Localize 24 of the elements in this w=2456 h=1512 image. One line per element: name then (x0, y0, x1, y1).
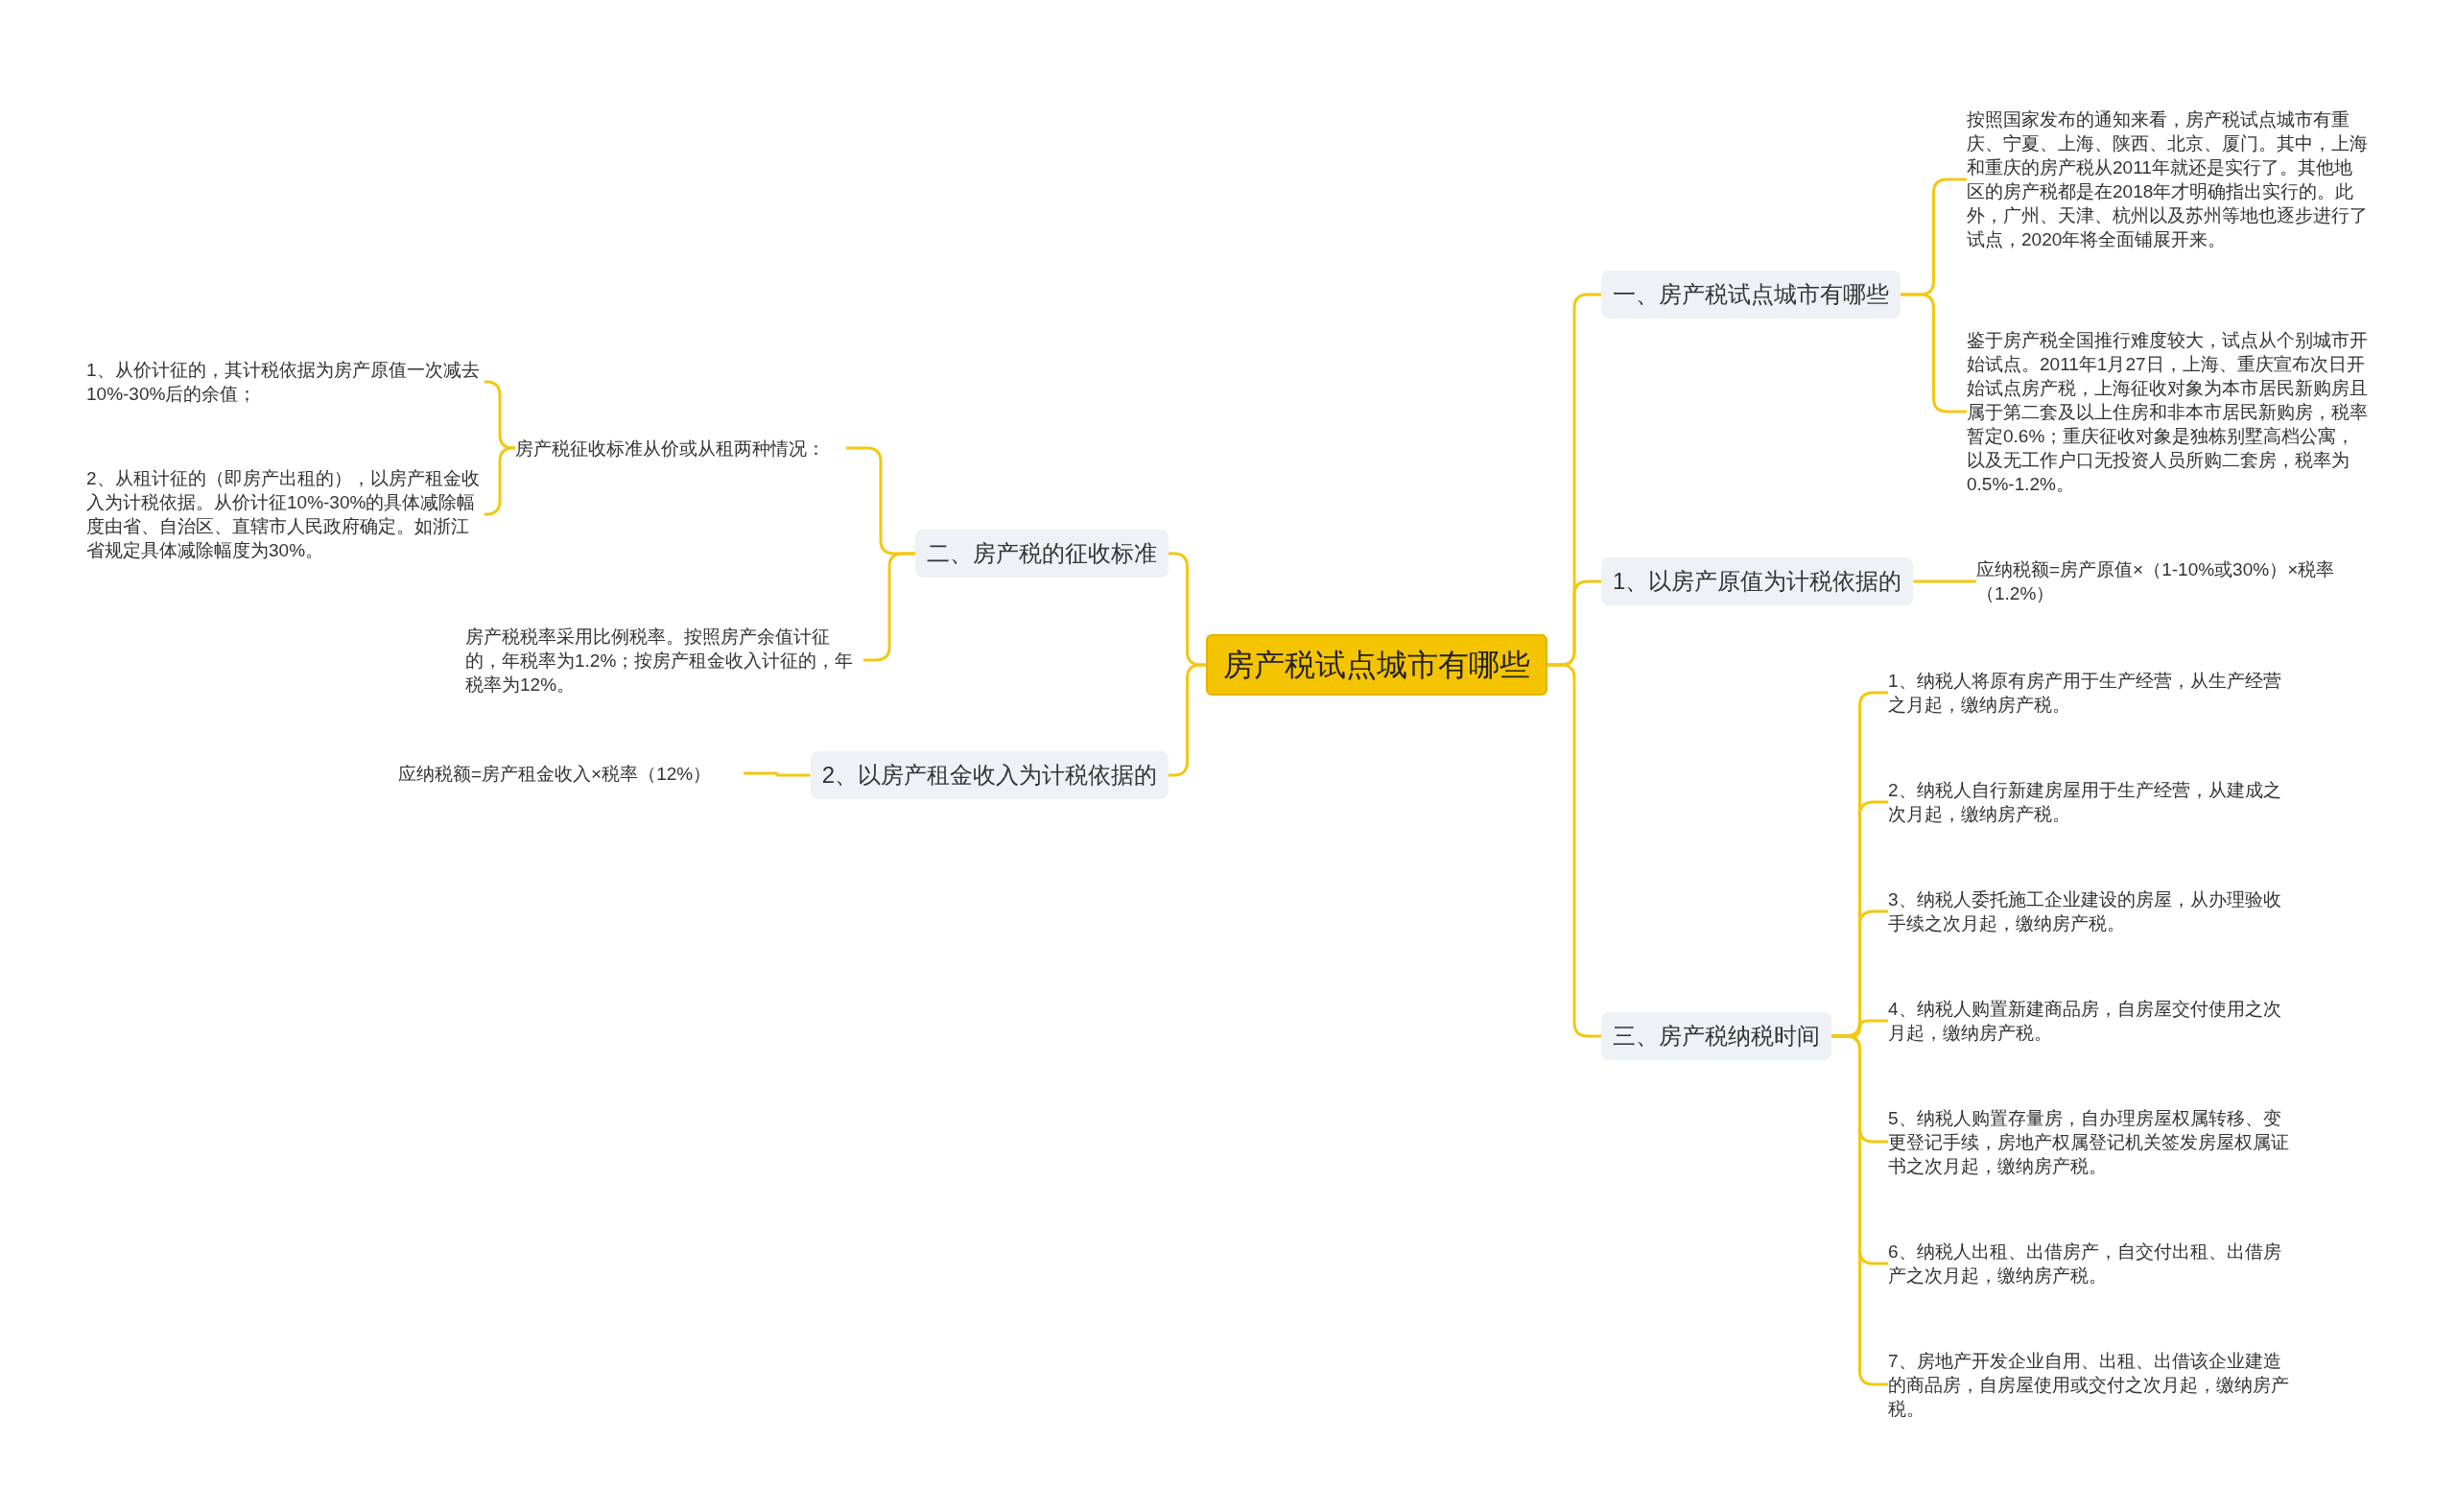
note-text: 按照国家发布的通知来看，房产税试点城市有重庆、宁夏、上海、陕西、北京、厦门。其中，上海和重庆的房产税从2011年就还是实行了。其他地区的房产税都是在2018年才明确指出实行的。此外，广州、天津、杭州以及苏州等地也逐步进行了试点，2020年将全面铺展开来。 (1967, 107, 2370, 251)
note-text: 房产税税率采用比例税率。按照房产余值计征的，年税率为1.2%；按房产租金收入计征的，年税率为12%。 (465, 624, 863, 697)
topic-box: 2、以房产租金收入为计税依据的 (810, 751, 1169, 799)
note-text: 7、房地产开发企业自用、出租、出借该企业建造的商品房，自房屋使用或交付之次月起，缴纳房产税。 (1888, 1348, 2291, 1421)
note-text: 2、纳税人自行新建房屋用于生产经营，从建成之次月起，缴纳房产税。 (1888, 778, 2291, 826)
topic-box: 1、以房产原值为计税依据的 (1601, 557, 1914, 605)
central-topic-box: 房产税试点城市有哪些 (1206, 634, 1547, 696)
note-text: 应纳税额=房产原值×（1-10%或30%）×税率（1.2%） (1976, 557, 2379, 605)
topic-box: 二、房产税的征收标准 (915, 530, 1169, 578)
note-text: 鉴于房产税全国推行难度较大，试点从个别城市开始试点。2011年1月27日，上海、重庆宣布次日开始试点房产税，上海征收对象为本市居民新购房且属于第二套及以上住房和非本市居民新购房，税率暂定0.6%；重庆征收对象是独栋别墅高档公寓，以及无工作户口无投资人员所购二套房，税率为0.5%-1.2%。 (1967, 327, 2370, 496)
note-text: 4、纳税人购置新建商品房，自房屋交付使用之次月起，缴纳房产税。 (1888, 997, 2291, 1045)
note-text: 1、纳税人将原有房产用于生产经营，从生产经营之月起，缴纳房产税。 (1888, 669, 2291, 717)
note-text: 6、纳税人出租、出借房产，自交付出租、出借房产之次月起，缴纳房产税。 (1888, 1240, 2291, 1288)
note-text: 1、从价计征的，其计税依据为房产原值一次减去10%-30%后的余值； (86, 358, 484, 406)
note-text: 2、从租计征的（即房产出租的），以房产租金收入为计税依据。从价计征10%-30%的具体减除幅度由省、自治区、直辖市人民政府确定。如浙江省规定具体减除幅度为30%。 (86, 466, 484, 562)
topic-box: 三、房产税纳税时间 (1601, 1012, 1831, 1060)
connector-line (1901, 293, 1967, 413)
note-text: 5、纳税人购置存量房，自办理房屋权属转移、变更登记手续，房地产权属登记机关签发房屋权属证书之次月起，缴纳房产税。 (1888, 1105, 2291, 1178)
connector-line (744, 771, 811, 777)
note-text: 3、纳税人委托施工企业建设的房屋，从办理验收手续之次月起，缴纳房产税。 (1888, 887, 2291, 935)
note-text: 应纳税额=房产租金收入×税率（12%） (398, 761, 744, 786)
connector-line (1913, 579, 1976, 583)
topic-box: 一、房产税试点城市有哪些 (1601, 271, 1901, 319)
note-text: 房产税征收标准从价或从租两种情况： (515, 436, 846, 461)
